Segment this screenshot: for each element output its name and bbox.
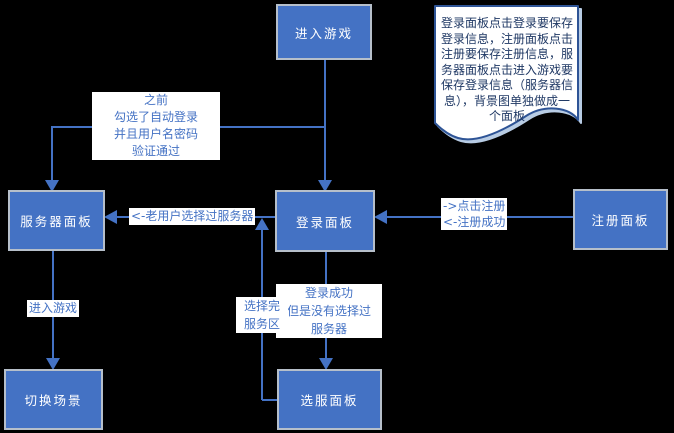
arrowhead-down-icon xyxy=(46,358,60,370)
node-select-server-panel-label: 选服面板 xyxy=(300,393,359,408)
edge-label-register-flow: ->点击注册 <-注册成功 xyxy=(441,198,508,230)
edge-label-enter-game-action: 进入游戏 xyxy=(27,300,80,317)
node-switch-scene: 切换场景 xyxy=(4,369,103,430)
note-document-shape xyxy=(434,5,579,141)
arrowhead-left-icon xyxy=(374,210,387,224)
node-enter-game-label: 进入游戏 xyxy=(294,25,353,41)
node-enter-game: 进入游戏 xyxy=(276,4,372,60)
connector-autologin-vertical xyxy=(51,126,53,182)
arrowhead-left-icon xyxy=(104,210,117,224)
node-server-panel: 服务器面板 xyxy=(8,190,105,251)
arrowhead-up-icon xyxy=(255,218,269,230)
node-login-panel-label: 登录面板 xyxy=(295,214,354,230)
arrowhead-down-icon xyxy=(318,180,332,192)
note-text: 登录面板点击登录要保存 登录信息，注册面板点击 注册要保存注册信息，服 务器面板… xyxy=(441,16,574,123)
node-select-server-panel: 选服面板 xyxy=(277,369,382,430)
node-login-panel: 登录面板 xyxy=(275,190,375,252)
note-document-outline xyxy=(434,5,579,141)
node-register-panel: 注册面板 xyxy=(573,189,668,250)
node-server-panel-label: 服务器面板 xyxy=(20,214,93,229)
arrowhead-down-icon xyxy=(45,180,59,192)
edge-label-select-done: 选择完 服务区 xyxy=(236,297,288,333)
arrowhead-down-icon xyxy=(319,358,333,370)
connector-entergame-loginpanel xyxy=(324,58,326,186)
connector-selectserver-junction-stub xyxy=(262,399,278,401)
edge-label-auto-login: 之前 勾选了自动登录 并且用户名密码 验证通过 xyxy=(92,92,220,160)
node-register-panel-label: 注册面板 xyxy=(591,213,650,228)
edge-label-login-success: 登录成功 但是没有选择过 服务器 xyxy=(276,284,382,338)
node-switch-scene-label: 切换场景 xyxy=(24,393,83,408)
edge-label-old-user: <-老用户选择过服务器 xyxy=(129,208,256,225)
